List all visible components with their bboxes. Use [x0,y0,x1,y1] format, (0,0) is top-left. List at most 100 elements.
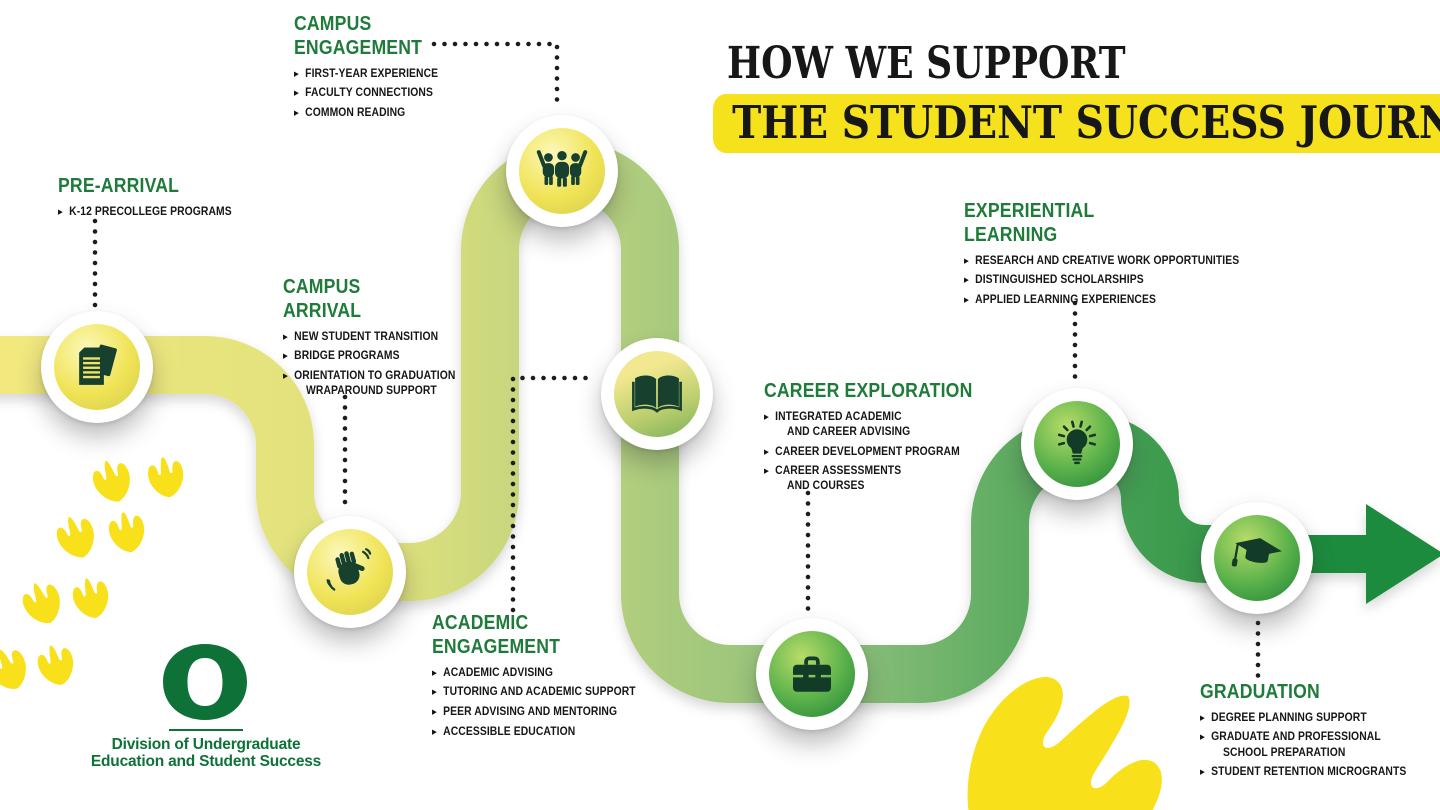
stage-block-career-exploration: CAREER EXPLORATION ▶INTEGRATED ACADEMIC … [764,379,1094,499]
stage-title: CAMPUS ENGAGEMENT [294,12,423,59]
stage-item: ▶APPLIED LEARNING EXPERIENCES [964,293,1261,308]
stage-item: ▶ ACADEMIC ADVISING [432,666,729,681]
stage-item-label: RESEARCH AND CREATIVE WORK OPPORTUNITIES [975,254,1240,267]
bullet-arrow-icon: ▶ [432,669,437,677]
stage-item-label: FIRST-YEAR EXPERIENCE [305,67,439,80]
bullet-arrow-icon: ▶ [283,372,288,380]
node-pre-arrival [41,311,153,423]
stage-item-list: ▶NEW STUDENT TRANSITION▶BRIDGE PROGRAMS▶… [283,330,580,400]
node-circle [54,324,140,410]
stage-item-label: FACULTY CONNECTIONS [305,87,433,100]
logo-org-line1: Division of Undergraduate [111,736,301,753]
stage-item: ▶FIRST-YEAR EXPERIENCE [294,67,591,82]
node-circle [307,529,393,615]
stage-item-label: DEGREE PLANNING SUPPORT [1211,711,1367,724]
stage-item-label: COMMON READING [305,106,406,119]
open-book-icon [632,375,682,413]
stage-item: ▶ DISTINGUISHED SCHOLARSHIPS [964,273,1261,288]
node-career-exploration [756,618,868,730]
node-circle [614,351,700,437]
stage-item-list: ▶ INTEGRATED ACADEMIC AND CAREER ADVISING… [764,410,1061,495]
stage-item-label: BRIDGE PROGRAMS [294,350,400,363]
logo-org-name: Division of Undergraduate Education and … [86,736,326,770]
bullet-arrow-icon: ▶ [283,333,288,341]
connector-academic-engagement [510,375,595,613]
stage-item-list: ▶K-12 PRECOLLEGE PROGRAMS [58,205,355,220]
title-line1: HOW WE SUPPORT [727,38,1126,89]
stage-item-label: NEW STUDENT TRANSITION [294,330,439,343]
stage-item-label: STUDENT RETENTION MICROGRANTS [1211,766,1407,779]
stage-item: ▶ COMMON READING [294,106,591,121]
node-circle [1214,515,1300,601]
stage-item-label: ACADEMIC ADVISING [443,666,553,679]
title-highlight-pill: THE STUDENT SUCCESS JOURNEY [713,94,1440,153]
stage-item: ▶ DEGREE PLANNING SUPPORT [1200,711,1440,726]
bullet-arrow-icon: ▶ [764,413,769,421]
bullet-arrow-icon: ▶ [432,728,437,736]
bullet-arrow-icon: ▶ [1200,769,1205,777]
title-line2: THE STUDENT SUCCESS JOURNEY [732,96,1440,149]
large-duck-foot [967,677,1162,810]
stage-item: ▶ CAREER DEVELOPMENT PROGRAM [764,445,1061,460]
stage-item-label: CAREER DEVELOPMENT PROGRAM [775,445,960,458]
stage-block-pre-arrival: PRE-ARRIVAL ▶K-12 PRECOLLEGE PROGRAMS [58,174,388,224]
stage-item: ▶ PEER ADVISING AND MENTORING [432,705,729,720]
node-experiential-learning [1021,388,1133,500]
stage-block-graduation: GRADUATION ▶ DEGREE PLANNING SUPPORT ▶ GRAD… [1200,680,1440,785]
node-circle [769,631,855,717]
stage-item: ▶ FACULTY CONNECTIONS [294,86,591,101]
stage-item-list: ▶ DEGREE PLANNING SUPPORT ▶ GRADUATE AND PR… [1200,711,1440,781]
stage-block-experiential-learning: EXPERIENTIAL LEARNING ▶RESEARCH AND CREA… [964,199,1294,313]
bullet-arrow-icon: ▶ [294,109,299,117]
bullet-arrow-icon: ▶ [1200,714,1205,722]
uo-logo-O [163,644,247,720]
logo-divider [169,729,243,731]
node-campus-arrival [294,516,406,628]
stage-item-label: APPLIED LEARNING EXPERIENCES [975,293,1156,306]
bullet-arrow-icon: ▶ [1200,734,1205,742]
bullet-arrow-icon: ▶ [764,448,769,456]
bullet-arrow-icon: ▶ [764,468,769,476]
stage-item-list: ▶ RESEARCH AND CREATIVE WORK OPPORTUNITIE… [964,254,1261,309]
node-circle [1034,401,1120,487]
stage-item-label: INTEGRATED ACADEMIC AND CAREER ADVISING [775,410,911,438]
node-graduation [1201,502,1313,614]
stage-item-label: DISTINGUISHED SCHOLARSHIPS [975,274,1144,287]
briefcase-icon [793,656,831,692]
stage-item-list: ▶FIRST-YEAR EXPERIENCE▶FACULTY CONNECTIO… [294,67,591,122]
stage-item-label: TUTORING AND ACADEMIC SUPPORT [443,686,636,699]
stage-item-label: PEER ADVISING AND MENTORING [443,705,618,718]
stage-item: ▶ GRADUATE AND PROFESSIONAL SCHOOL PREPAR… [1200,730,1440,760]
node-circle [519,128,605,214]
stage-title: ACADEMIC ENGAGEMENT [432,611,561,658]
stage-item-label: GRADUATE AND PROFESSIONAL SCHOOL PREPARA… [1211,731,1381,759]
stage-item: ▶ACCESSIBLE EDUCATION [432,725,729,740]
connector-campus-engagement [431,41,560,109]
stage-item: ▶ CAREER ASSESSMENTS AND COURSES [764,464,1061,494]
stage-item-label: CAREER ASSESSMENTS AND COURSES [775,465,902,493]
stage-item-list: ▶ ACADEMIC ADVISING ▶ TUTORING AND ACADEMIC… [432,666,729,740]
stage-item: ▶ BRIDGE PROGRAMS [283,349,580,364]
graduation-cap-icon [1231,538,1282,567]
people-icon [536,150,588,187]
stage-title: GRADUATION [1200,680,1320,703]
lightbulb-icon [1057,420,1097,465]
waving-hand-icon [326,548,372,591]
node-campus-engagement [506,115,618,227]
bullet-arrow-icon: ▶ [432,708,437,716]
stage-item: ▶ STUDENT RETENTION MICROGRANTS [1200,765,1440,780]
bullet-arrow-icon: ▶ [283,353,288,361]
stage-item-label: ORIENTATION TO GRADUATION WRAPAROUND SUP… [294,369,456,398]
bullet-arrow-icon: ▶ [964,257,969,265]
bullet-arrow-icon: ▶ [294,90,299,98]
stage-block-campus-engagement: CAMPUS ENGAGEMENT ▶FIRST-YEAR EXPERIENCE… [294,12,624,126]
stage-title: CAMPUS ARRIVAL [283,275,362,322]
bullet-arrow-icon: ▶ [58,208,63,216]
stage-title: PRE-ARRIVAL [58,174,180,197]
dotted-connectors [92,41,1261,679]
stage-item: ▶K-12 PRECOLLEGE PROGRAMS [58,205,355,220]
node-academic-engagement [601,338,713,450]
stage-block-campus-arrival: CAMPUS ARRIVAL ▶ NEW STUDENT TRANSITION ▶ B… [283,275,613,404]
bullet-arrow-icon: ▶ [964,277,969,285]
